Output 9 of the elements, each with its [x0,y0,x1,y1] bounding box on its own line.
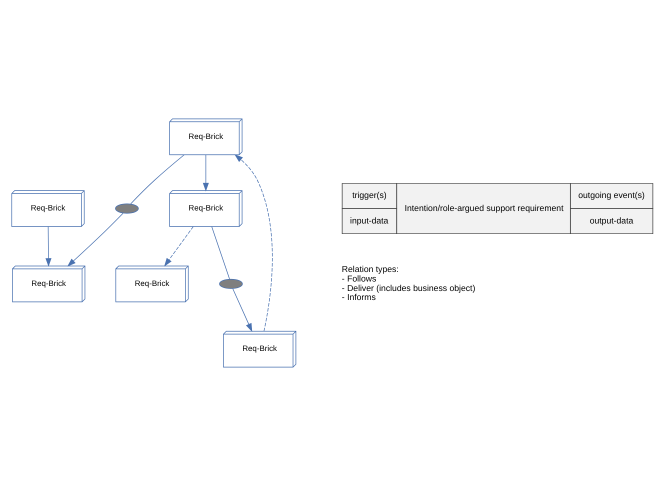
label: - Deliver (includes business object) [342,282,476,293]
label: output-data [590,215,634,226]
label: outgoing event(s) [578,190,645,200]
label: input-data [350,215,388,226]
label: - Informs [342,292,376,302]
label: - Follows [342,273,376,284]
label: trigger(s) [352,190,387,200]
label: Relation types: [342,264,399,274]
label: Intention/role-argued support requirement [404,202,564,213]
